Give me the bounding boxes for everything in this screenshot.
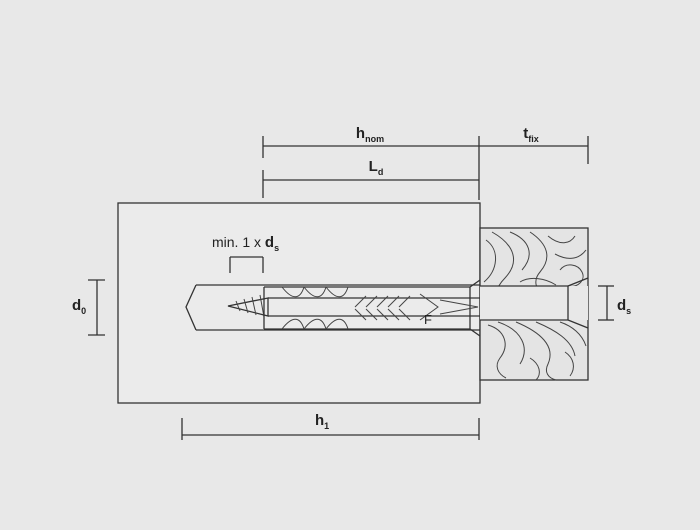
label-h-nom: hnom <box>356 125 384 144</box>
label-d-s: ds <box>617 297 631 316</box>
dimension-d-s: ds <box>598 285 631 321</box>
label-d-0: d0 <box>72 297 86 316</box>
wood-grain-lines <box>483 231 587 381</box>
plug-mark: F <box>424 312 432 327</box>
screw <box>227 294 480 318</box>
dimension-h-1: h1 <box>181 412 480 440</box>
wall-plug: F <box>263 279 481 337</box>
base-material-block <box>117 202 481 404</box>
dimension-h-nom: hnom <box>262 125 480 200</box>
label-h-1: h1 <box>315 412 329 431</box>
drill-hole <box>185 284 480 331</box>
label-t-fix: tfix <box>523 125 539 144</box>
dimension-min-depth: min. 1 x ds <box>212 234 279 273</box>
dimension-l-d: Ld <box>262 158 479 198</box>
label-l-d: Ld <box>369 158 384 177</box>
dimension-t-fix: tfix <box>479 125 589 164</box>
screw-head <box>567 277 589 329</box>
dimension-d-0: d0 <box>72 279 105 336</box>
label-min-depth: min. 1 x ds <box>212 234 279 253</box>
wooden-fixture <box>479 227 589 381</box>
plug-ribs <box>281 286 479 330</box>
